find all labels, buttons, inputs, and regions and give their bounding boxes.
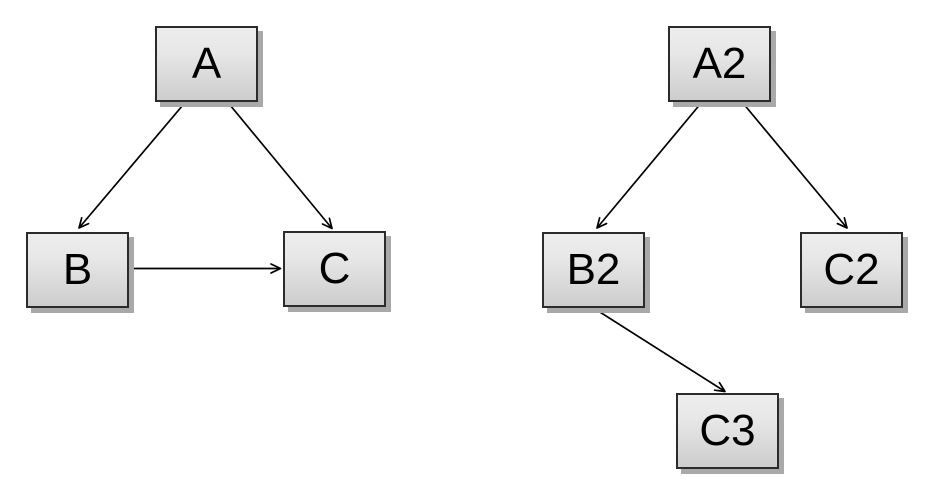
edge-A2-to-B2[interactable] bbox=[596, 101, 703, 229]
edge-A2-to-C2[interactable] bbox=[741, 101, 848, 229]
edge-B2-to-C3[interactable] bbox=[593, 307, 726, 393]
node-A[interactable]: A bbox=[155, 26, 258, 102]
node-A-label: A bbox=[191, 39, 222, 88]
node-B-label: B bbox=[62, 245, 93, 294]
node-C2[interactable]: C2 bbox=[800, 232, 903, 308]
node-A2[interactable]: A2 bbox=[668, 26, 771, 102]
node-C2-label: C2 bbox=[823, 245, 880, 294]
node-C[interactable]: C bbox=[283, 231, 386, 307]
node-B2[interactable]: B2 bbox=[542, 232, 645, 308]
node-B[interactable]: B bbox=[26, 232, 129, 308]
node-C-label: C bbox=[318, 244, 351, 293]
node-A2-label: A2 bbox=[692, 39, 747, 88]
node-C3-label: C3 bbox=[699, 406, 756, 455]
edge-A-to-C[interactable] bbox=[226, 101, 333, 230]
edge-A-to-B[interactable] bbox=[78, 101, 187, 229]
node-B2-label: B2 bbox=[566, 245, 621, 294]
node-C3[interactable]: C3 bbox=[676, 393, 779, 469]
